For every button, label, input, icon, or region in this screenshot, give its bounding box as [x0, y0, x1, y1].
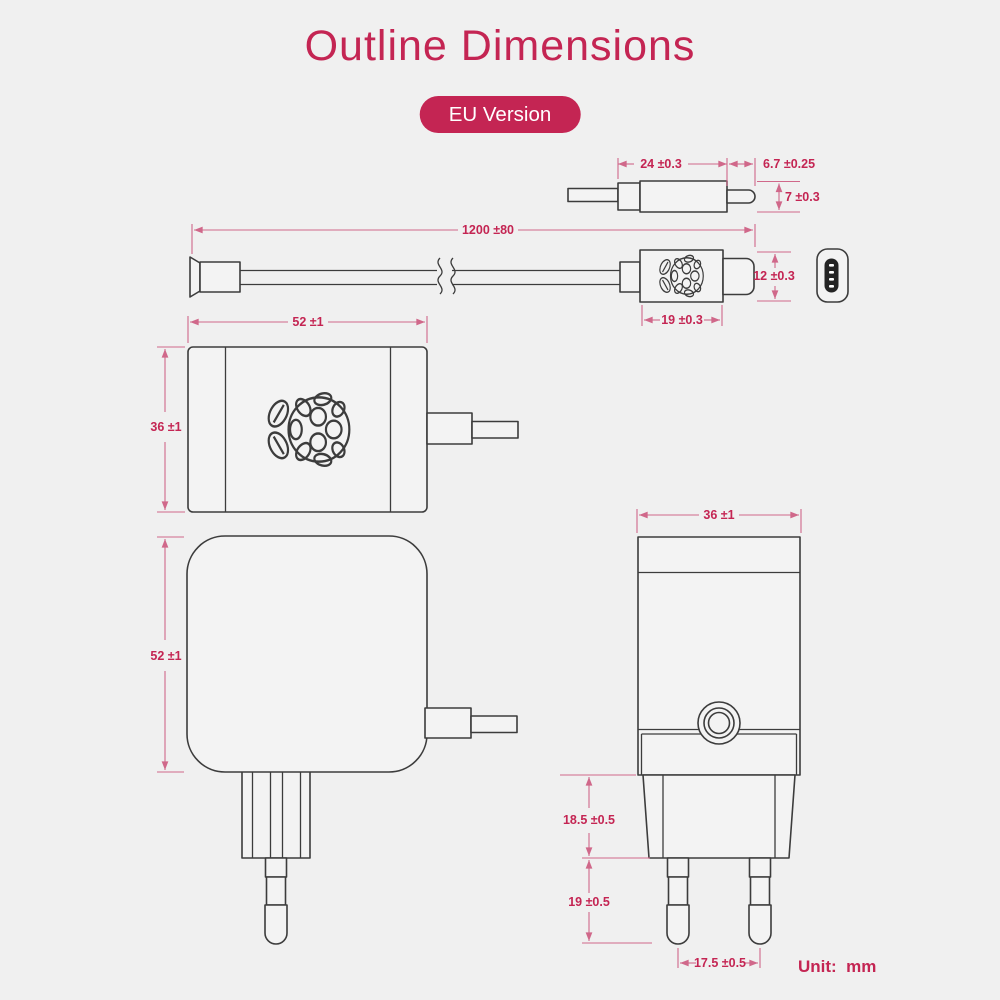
plug-pin-right [748, 857, 772, 945]
unit-label: Unit: mm [798, 957, 876, 976]
usbc-plug-tip [722, 257, 755, 296]
cable-strain-relief [424, 707, 472, 739]
pin-base [642, 774, 796, 859]
dim-adapter-width: 52 ±1 [292, 315, 323, 329]
usbc-port-cavity [824, 258, 839, 293]
cable-strain-relief [426, 412, 473, 445]
usbc-port-front-view [816, 248, 849, 303]
usb-plug-side-view: 24 ±0.3 6.7 ±0.25 7 ±0.3 [567, 157, 820, 213]
strain-relief [617, 182, 641, 211]
body-seam-lines [224, 347, 392, 512]
dc-connector-flange [189, 256, 201, 298]
button-inner-ring [707, 711, 731, 735]
dim-adapter-height: 52 ±1 [150, 649, 181, 663]
dim-usbc-plug-width: 12 ±0.3 [753, 269, 795, 283]
dim-plug-body-length: 24 ±0.3 [640, 157, 682, 171]
plug-pin-left [666, 857, 690, 945]
dim-pin-length: 19 ±0.5 [568, 895, 610, 909]
cable-break-mark [437, 257, 443, 295]
plug-tip [726, 189, 756, 204]
cable [240, 269, 620, 286]
usbc-plug-body [639, 249, 724, 303]
adapter-side-view: 36 ±1 18.5 ±0.5 19 ±0.5 17.5 ±0.5 [560, 508, 802, 970]
cable-stub [470, 715, 518, 734]
page-title: Outline Dimensions [304, 22, 696, 70]
dim-plug-thickness: 7 ±0.3 [785, 190, 820, 204]
pin-base-lines [662, 775, 776, 858]
cable-break-mark [450, 257, 456, 295]
dim-base-height: 18.5 ±0.5 [563, 813, 615, 827]
adapter-front-view: 52 ±1 [150, 535, 518, 945]
version-badge: EU Version [419, 96, 581, 133]
plug-pin [264, 857, 288, 945]
dim-adapter-depth: 36 ±1 [150, 420, 181, 434]
dim-pin-spacing: 17.5 ±0.5 [694, 956, 746, 970]
adapter-body [186, 535, 428, 773]
strain-relief [619, 261, 641, 293]
dim-cable-length: 1200 ±80 [462, 223, 514, 237]
dim-plug-tip-length: 6.7 ±0.25 [763, 157, 815, 171]
cable-assembly-view: 1200 ±80 12 ±0.3 19 ±0.3 [189, 223, 795, 327]
dim-usbc-plug-body-length: 19 ±0.3 [661, 313, 703, 327]
dc-connector-barrel [199, 261, 241, 293]
pin-base-lines [251, 772, 302, 858]
dim-adapter-side-depth: 36 ±1 [703, 508, 734, 522]
plug-body [639, 180, 728, 213]
cable-stub [471, 420, 519, 439]
cable-stub [567, 187, 619, 203]
adapter-top-view: 52 ±1 36 ±1 [150, 315, 519, 513]
